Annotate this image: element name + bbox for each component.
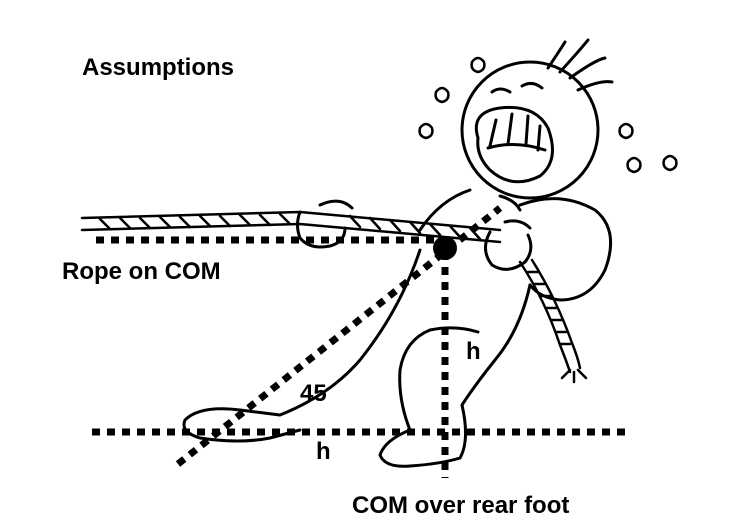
angle-label: 45 — [300, 380, 327, 407]
cartoon-figure — [182, 38, 614, 468]
horizontal-h-label: h — [316, 438, 331, 465]
com-over-rear-foot-label: COM over rear foot — [352, 492, 570, 519]
rope-on-com-label: Rope on COM — [62, 258, 221, 285]
center-of-mass-dot — [433, 236, 457, 260]
vertical-h-label: h — [466, 338, 481, 365]
construction-lines — [92, 205, 625, 478]
head — [460, 60, 600, 200]
diagram-title: Assumptions — [82, 54, 235, 81]
tear-drops — [418, 56, 678, 174]
